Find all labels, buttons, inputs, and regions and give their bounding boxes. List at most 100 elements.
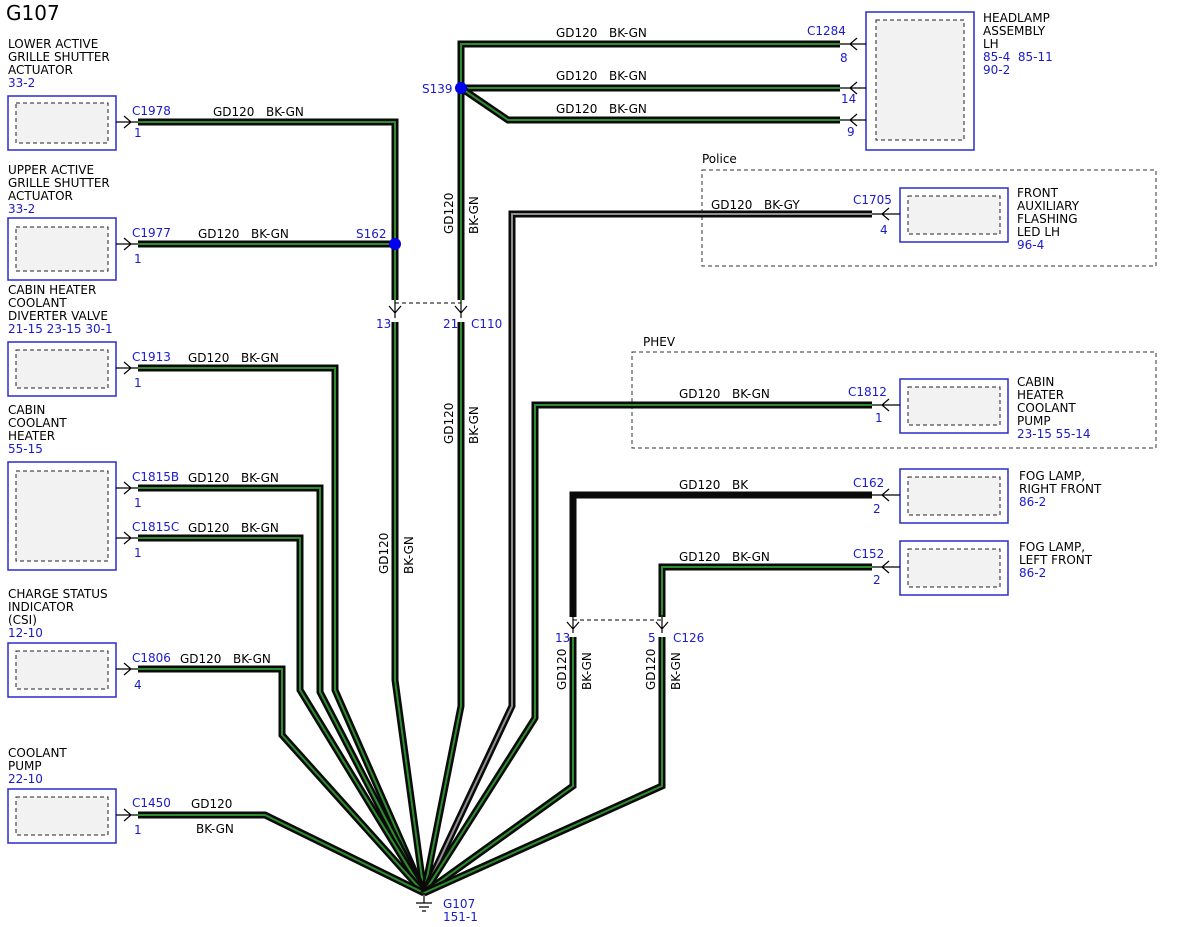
svg-text:4: 4 <box>134 678 142 692</box>
wires <box>138 40 872 897</box>
svg-text:1: 1 <box>134 823 142 837</box>
ground-ref: 151-1 <box>443 910 478 924</box>
wire-gauge: GD120 <box>556 69 597 83</box>
svg-text:C1284: C1284 <box>807 24 846 38</box>
wire-color: BK-GN <box>609 69 647 83</box>
component-cabin-coolant-heater: CABIN COOLANT HEATER 55-15 C1815B 1 C181… <box>7 403 179 571</box>
svg-text:9: 9 <box>847 125 855 139</box>
svg-text:AUXILIARY: AUXILIARY <box>1017 199 1080 213</box>
component-fog-lamp-left-front: C152 2 FOG LAMP, LEFT FRONT 86-2 <box>853 540 1093 596</box>
svg-text:C162: C162 <box>853 476 884 490</box>
component-charge-status-indicator: CHARGE STATUS INDICATOR (CSI) 12-10 C180… <box>7 587 171 698</box>
wire-gauge: GD120 <box>377 533 391 574</box>
svg-text:ASSEMBLY: ASSEMBLY <box>983 24 1046 38</box>
splice-s162-dot <box>389 238 401 250</box>
svg-text:GRILLE SHUTTER: GRILLE SHUTTER <box>8 176 110 190</box>
svg-text:COOLANT: COOLANT <box>8 746 67 760</box>
svg-text:PUMP: PUMP <box>1017 414 1051 428</box>
police-group-label: Police <box>702 152 737 166</box>
svg-text:GRILLE SHUTTER: GRILLE SHUTTER <box>8 50 110 64</box>
wire-color: BK-GN <box>266 105 304 119</box>
c110-label: C110 <box>471 317 502 331</box>
svg-text:4: 4 <box>880 223 888 237</box>
svg-text:1: 1 <box>134 496 142 510</box>
component-cabin-heater-diverter-valve: CABIN HEATER COOLANT DIVERTER VALVE 21-1… <box>7 283 171 397</box>
wire-gauge: GD120 <box>188 471 229 485</box>
wire-gauge: GD120 <box>191 797 232 811</box>
wire-gauge: GD120 <box>213 105 254 119</box>
svg-text:HEADLAMP: HEADLAMP <box>983 11 1050 25</box>
svg-text:CABIN: CABIN <box>1017 375 1054 389</box>
wire-color: BK-GN <box>251 227 289 241</box>
ground-name: G107 <box>443 897 475 911</box>
c126-label: C126 <box>673 631 704 645</box>
wire-gauge: GD120 <box>679 387 720 401</box>
svg-text:C1705: C1705 <box>853 193 892 207</box>
wire-color: BK-GN <box>233 652 271 666</box>
svg-text:C1977: C1977 <box>132 226 171 240</box>
wire-labels: GD120 BK-GN GD120 BK-GN GD120 BK-GN GD12… <box>180 26 800 836</box>
wire-gauge: GD120 <box>644 649 658 690</box>
wire-color: BK-GN <box>241 471 279 485</box>
svg-text:FOG LAMP,: FOG LAMP, <box>1019 469 1085 483</box>
svg-text:C1812: C1812 <box>848 385 887 399</box>
c110-pin-a: 13 <box>376 317 391 331</box>
svg-text:2: 2 <box>873 573 881 587</box>
component-coolant-pump: COOLANT PUMP 22-10 C1450 1 <box>7 746 171 844</box>
component-lower-grille-shutter: LOWER ACTIVE GRILLE SHUTTER ACTUATOR 33-… <box>7 37 171 151</box>
component-cabin-heater-coolant-pump: C1812 1 CABIN HEATER COOLANT PUMP 23-15 … <box>848 375 1091 441</box>
svg-text:CABIN HEATER: CABIN HEATER <box>8 283 96 297</box>
police-group-box <box>701 169 1157 267</box>
svg-text:CABIN: CABIN <box>8 403 45 417</box>
wire-color: BK-GN <box>609 102 647 116</box>
svg-text:C1815B: C1815B <box>132 470 179 484</box>
svg-text:8: 8 <box>840 51 848 65</box>
wire-gauge: GD120 <box>442 403 456 444</box>
svg-text:21-15 23-15 30-1: 21-15 23-15 30-1 <box>8 322 113 336</box>
svg-text:C1815C: C1815C <box>132 520 179 534</box>
svg-text:LOWER ACTIVE: LOWER ACTIVE <box>8 37 98 51</box>
wire-color: BK-GN <box>732 387 770 401</box>
wire-gauge: GD120 <box>556 102 597 116</box>
svg-text:C1450: C1450 <box>132 796 171 810</box>
wire-color: BK-GY <box>764 198 800 212</box>
c126-pin-b: 5 <box>648 631 656 645</box>
svg-text:1: 1 <box>134 126 142 140</box>
svg-text:12-10: 12-10 <box>8 626 43 640</box>
svg-text:LED LH: LED LH <box>1017 225 1060 239</box>
svg-text:C1913: C1913 <box>132 350 171 364</box>
wire-color: BK-GN <box>732 550 770 564</box>
svg-text:85-4 85-11: 85-4 85-11 <box>983 50 1053 64</box>
ground-g107: G107 151-1 <box>416 893 478 924</box>
svg-text:PUMP: PUMP <box>8 759 42 773</box>
wire-gauge: GD120 <box>556 26 597 40</box>
svg-text:UPPER ACTIVE: UPPER ACTIVE <box>8 163 94 177</box>
wire-gauge: GD120 <box>180 652 221 666</box>
svg-text:22-10: 22-10 <box>8 772 43 786</box>
svg-text:55-15: 55-15 <box>8 442 43 456</box>
wire-gauge: GD120 <box>198 227 239 241</box>
diagram-title: G107 <box>6 1 60 25</box>
svg-text:CHARGE STATUS: CHARGE STATUS <box>8 587 108 601</box>
svg-text:LEFT FRONT: LEFT FRONT <box>1019 553 1093 567</box>
wire-gauge: GD120 <box>555 649 569 690</box>
wire-gauge: GD120 <box>679 478 720 492</box>
splice-s139-label: S139 <box>422 82 453 96</box>
ground-icon <box>416 893 432 912</box>
svg-text:96-4: 96-4 <box>1017 238 1044 252</box>
svg-text:2: 2 <box>873 502 881 516</box>
phev-group-label: PHEV <box>643 335 676 349</box>
c110-pin-b: 21 <box>443 317 458 331</box>
svg-text:LH: LH <box>983 37 999 51</box>
svg-text:INDICATOR: INDICATOR <box>8 600 74 614</box>
svg-text:HEATER: HEATER <box>1017 388 1064 402</box>
c126-pin-a: 13 <box>555 631 570 645</box>
component-front-aux-flashing-led-lh: C1705 4 FRONT AUXILIARY FLASHING LED LH … <box>853 186 1080 252</box>
wire-color: BK-GN <box>580 652 594 690</box>
svg-text:COOLANT: COOLANT <box>8 296 67 310</box>
wire-color: BK-GN <box>241 521 279 535</box>
svg-text:ACTUATOR: ACTUATOR <box>8 189 73 203</box>
svg-text:COOLANT: COOLANT <box>1017 401 1076 415</box>
component-upper-grille-shutter: UPPER ACTIVE GRILLE SHUTTER ACTUATOR 33-… <box>7 163 171 281</box>
